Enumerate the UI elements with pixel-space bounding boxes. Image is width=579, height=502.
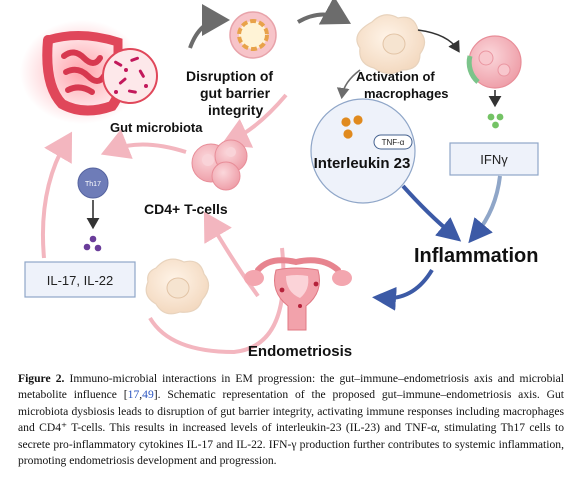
citation-link-17[interactable]: 17 (127, 388, 140, 402)
activated-pink-cell (466, 35, 522, 89)
arrow-gut-to-barrier (188, 4, 230, 49)
label-gut-microbiota: Gut microbiota (110, 120, 203, 135)
label-cd4-tcells: CD4+ T-cells (144, 201, 228, 217)
figure-label: Figure 2. (18, 372, 65, 385)
microbiota-magnified-circle (102, 48, 158, 104)
label-il17-il22: IL-17, IL-22 (47, 273, 114, 288)
label-barrier-line1: Disruption of (186, 68, 273, 84)
caption-text-2: ]. Schematic representation of the propo… (18, 388, 564, 468)
label-barrier-line2: gut barrier (200, 85, 271, 101)
label-tnf-alpha: TNF-α (382, 138, 405, 147)
arrow-endometriosis-to-tcells (203, 211, 260, 298)
label-inflammation: Inflammation (414, 245, 538, 267)
caption-separator: , (139, 388, 143, 402)
arrow-macrophage-to-il23 (336, 69, 361, 100)
figure-caption: Figure 2. Immuno-microbial interactions … (18, 371, 564, 469)
citation-link-49[interactable]: 49 (142, 388, 154, 402)
arrow-inflammation-to-endometriosis (372, 268, 434, 311)
arrow-tcells-to-th17 (100, 129, 187, 159)
gut-barrier-cell (229, 11, 277, 59)
arrow-box-to-gut (40, 131, 73, 259)
bottom-macrophage-cell (145, 258, 210, 315)
uterus-illustration (244, 257, 352, 331)
il17-il22-box (24, 261, 136, 298)
label-th17: Th17 (85, 181, 101, 188)
arrow-ifn-to-inflammation (468, 175, 502, 244)
tnf-alpha-pill (373, 134, 413, 150)
arrow-macrophage-to-cell (417, 29, 460, 53)
purple-cytokine-dots (83, 235, 102, 252)
gut-immune-endometriosis-diagram: Gut microbiota Disruption of gut barrier… (20, 0, 539, 360)
cd4-tcells-cluster (191, 139, 248, 191)
label-macro-line1: Activation of (356, 69, 435, 84)
label-interleukin-23: Interleukin 23 (314, 155, 411, 172)
arrow-barrier-to-macrophage (296, 0, 352, 25)
interleukin-23-circle (310, 98, 416, 204)
il23-orange-dots (341, 115, 363, 139)
th17-cell (77, 167, 109, 199)
arrow-barrier-to-tcells (221, 93, 288, 148)
label-barrier-line3: integrity (208, 102, 263, 118)
ifn-gamma-box (449, 142, 539, 176)
arrow-il23-to-inflammation (401, 184, 462, 242)
label-macro-line2: macrophages (364, 86, 449, 101)
green-cytokine-dots (487, 113, 504, 129)
label-endometriosis: Endometriosis (248, 343, 352, 360)
macrophage-cell (356, 14, 426, 75)
caption-text-1: Immuno-microbial interactions in EM prog… (18, 372, 564, 402)
label-ifn-gamma: IFNγ (480, 152, 508, 167)
